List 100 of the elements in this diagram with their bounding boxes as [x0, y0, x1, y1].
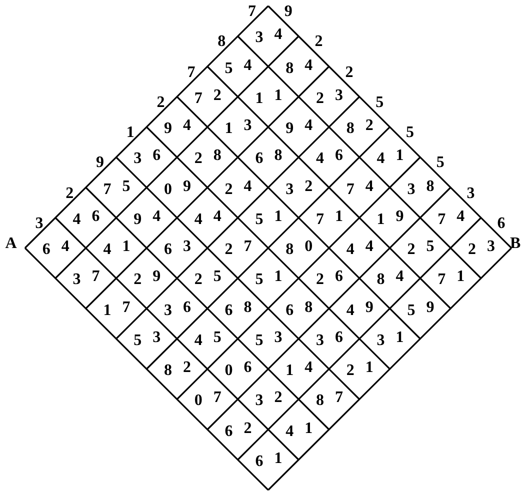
edge-weight: 2 — [224, 242, 233, 258]
edge-weight: 3 — [134, 151, 142, 168]
edge-weight: 6 — [244, 360, 252, 376]
edge-weight: 3 — [335, 88, 343, 104]
edge-weight: 4 — [304, 58, 313, 74]
edge-weight: 6 — [335, 148, 343, 164]
edge-weight: 3 — [244, 118, 252, 134]
edge-weight: 7 — [213, 390, 222, 406]
edge-weight: 7 — [248, 4, 256, 20]
edge-weight: 4 — [286, 424, 294, 440]
edge-weight: 8 — [376, 272, 385, 288]
edge-weight: 5 — [224, 60, 233, 76]
edge-weight: 9 — [365, 300, 374, 316]
edge-weight: 1 — [376, 212, 385, 228]
edge-weight: 3 — [274, 330, 282, 346]
edge-weight: 7 — [244, 239, 252, 255]
edge-weight: 0 — [164, 182, 172, 198]
edge-weight: 4 — [72, 212, 81, 228]
edge-weight: 1 — [396, 148, 404, 164]
edge-weight: 4 — [456, 208, 465, 225]
edge-weight: 2 — [224, 182, 233, 198]
edge-weight: 7 — [316, 212, 324, 228]
edge-weight: 3 — [407, 182, 416, 198]
edge-weight: 7 — [438, 212, 446, 228]
edge-weight: 5 — [134, 332, 142, 349]
edge-weight: 6 — [183, 300, 191, 316]
edge-weight: 7 — [438, 272, 446, 288]
edge-weight: 9 — [152, 269, 161, 286]
edge-weight: 9 — [96, 155, 104, 172]
edge-weight: 3 — [255, 30, 264, 46]
edge-weight: 8 — [164, 363, 172, 379]
edge-weight: 5 — [213, 269, 222, 286]
edge-weight: 2 — [314, 34, 323, 50]
edge-weight: 2 — [346, 363, 354, 379]
edge-weight: 7 — [187, 64, 196, 81]
edge-weight: 5 — [407, 302, 416, 318]
edge-weight: 5 — [255, 212, 264, 228]
edge-weight: 9 — [396, 208, 404, 225]
edge-weight: 6 — [224, 424, 233, 440]
edge-weight: 8 — [286, 60, 294, 76]
edge-weight: 1 — [274, 88, 282, 104]
edge-weight: 3 — [316, 332, 324, 349]
edge-weight: 4 — [152, 208, 161, 225]
edge-weight: 8 — [304, 300, 313, 316]
edge-weight: 3 — [466, 186, 475, 202]
edge-weight: 1 — [274, 208, 282, 225]
edge-weight: 6 — [255, 454, 264, 470]
edge-weight: 2 — [183, 360, 191, 376]
edge-weight: 4 — [346, 302, 354, 318]
edge-weight: 8 — [426, 178, 434, 194]
edge-weight: 4 — [103, 242, 112, 258]
edge-weight: 7 — [92, 269, 100, 286]
edge-weight: 1 — [365, 360, 374, 376]
edge-weight: 2 — [407, 242, 416, 258]
edge-weight: 6 — [92, 208, 100, 225]
edge-weight: 3 — [183, 239, 191, 255]
edge-weight: 8 — [244, 300, 252, 316]
edge-weight: 4 — [396, 269, 404, 286]
edge-weight: 6 — [255, 151, 264, 168]
edge-weight: 5 — [255, 272, 264, 288]
edge-weight: 9 — [426, 300, 434, 316]
edge-weight: 4 — [365, 239, 374, 255]
edge-weight: 4 — [304, 118, 313, 134]
edge-weight: 4 — [304, 360, 313, 376]
edge-weight: 3 — [286, 182, 294, 198]
edge-weight: 1 — [274, 269, 282, 286]
edge-weight: 4 — [316, 151, 324, 168]
edge-weight: 0 — [224, 363, 233, 379]
edge-weight: 2 — [304, 178, 313, 194]
edge-weight: 8 — [286, 242, 294, 258]
edge-weight: 2 — [213, 88, 222, 104]
edge-weight: 1 — [122, 239, 130, 255]
edge-weight: 5 — [436, 155, 444, 172]
edge-weight: 2 — [156, 94, 165, 111]
edge-weight: 3 — [487, 239, 495, 255]
edge-weight: 6 — [497, 216, 506, 232]
edge-weight: 2 — [316, 272, 324, 288]
edge-weight: 5 — [376, 94, 384, 111]
edge-weight: 1 — [335, 208, 343, 225]
edge-weight: 4 — [61, 239, 70, 255]
edge-weight: 6 — [152, 148, 161, 164]
edge-weight: 3 — [164, 302, 172, 318]
edge-weight: 4 — [274, 27, 282, 44]
edge-weight: 3 — [376, 332, 385, 349]
edge-weight: 8 — [316, 393, 324, 410]
edge-weight: 1 — [103, 302, 112, 318]
edge-weight: 4 — [244, 58, 252, 74]
edge-weight: 2 — [365, 118, 374, 134]
edge-weight: 5 — [406, 125, 414, 142]
edge-weight: 3 — [35, 216, 44, 232]
edge-weight: 7 — [346, 182, 354, 198]
edge-weight: 2 — [316, 90, 324, 107]
edge-weight: 7 — [103, 182, 112, 198]
edge-weight: 3 — [72, 272, 81, 288]
edge-weight: 2 — [468, 242, 476, 258]
edge-weight: 9 — [284, 4, 292, 20]
edge-weight: 9 — [164, 121, 172, 137]
edge-weight: 3 — [255, 393, 264, 410]
edge-weight: 2 — [66, 186, 74, 202]
edge-weight: 7 — [122, 300, 130, 316]
